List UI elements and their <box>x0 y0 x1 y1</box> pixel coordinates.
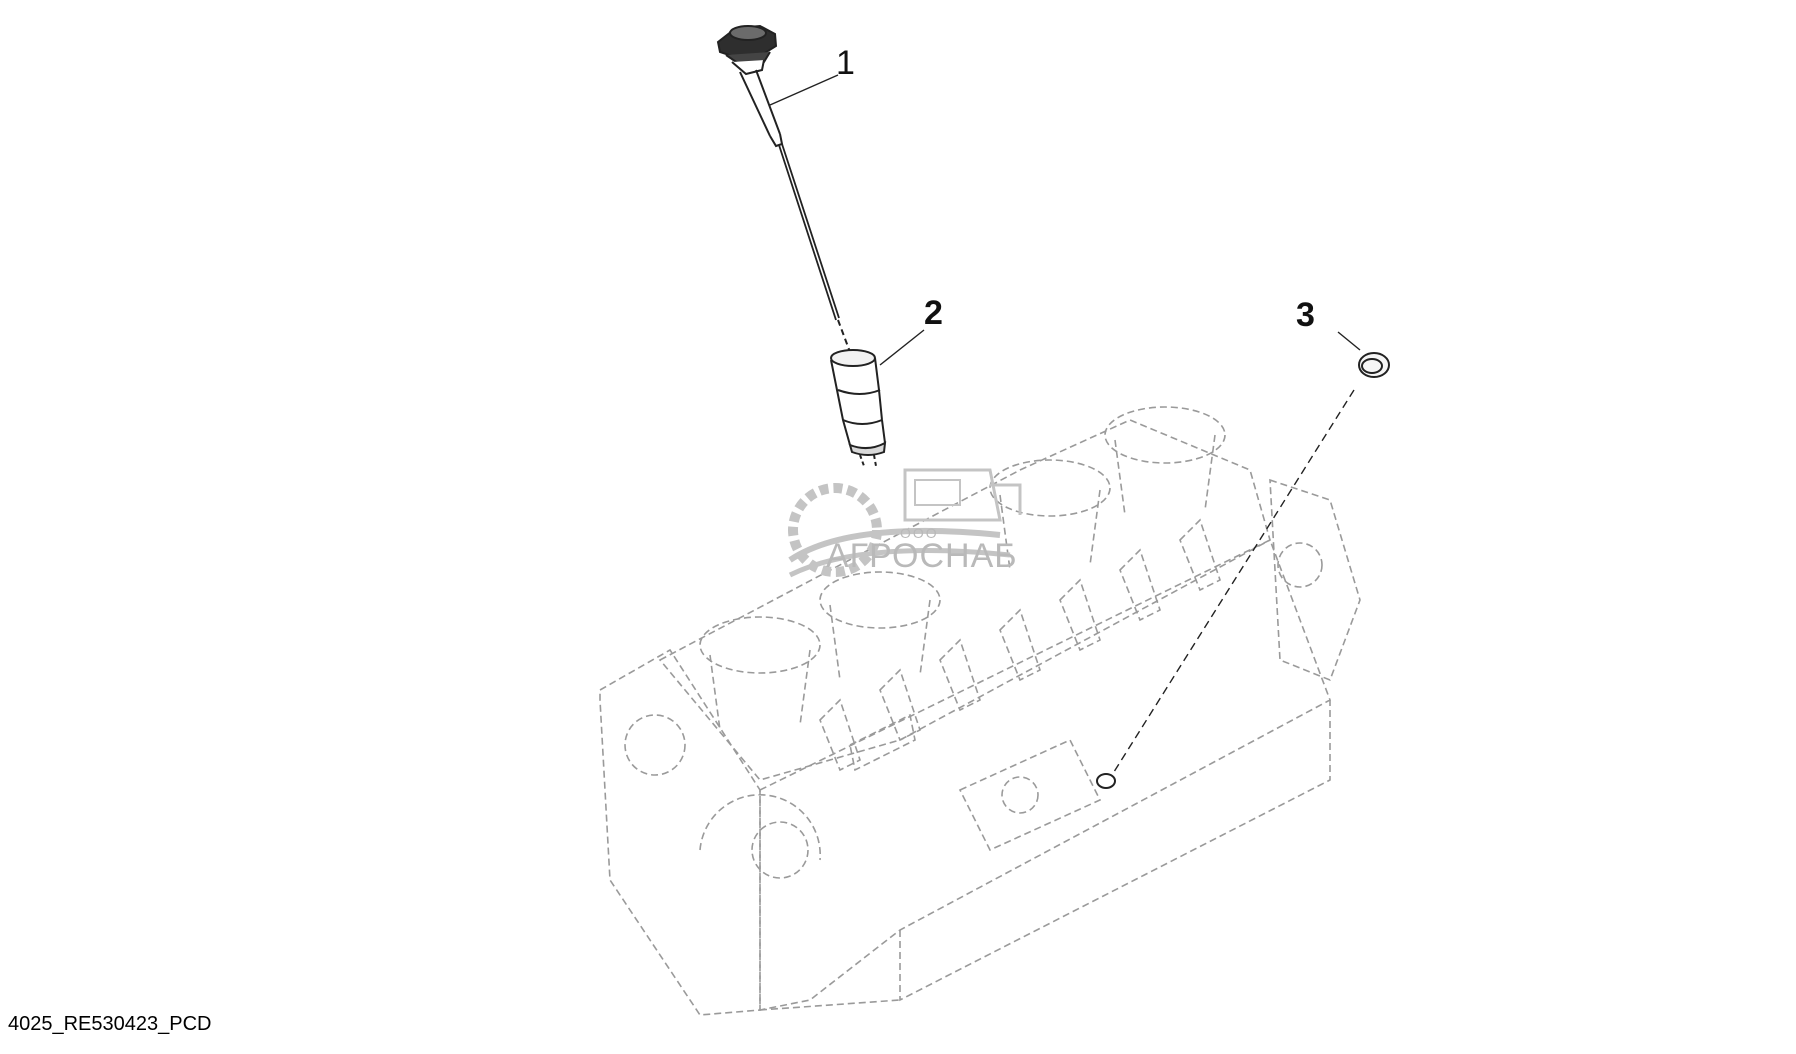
watermark-name: АГРОСНАБ <box>826 537 1018 575</box>
figure-identifier: 4025_RE530423_PCD <box>8 1013 212 1035</box>
engine-block-drawing <box>599 406 1361 1016</box>
dipstick-tube-part <box>830 329 925 467</box>
callout-label-1: 1 <box>836 44 855 82</box>
dipstick-part <box>716 24 851 353</box>
watermark-prefix: ООО <box>900 525 939 541</box>
callout-label-3: 3 <box>1296 296 1315 334</box>
watermark-logo-image <box>788 468 1022 578</box>
callout-label-2: 2 <box>924 294 943 332</box>
plug-part <box>1096 331 1390 789</box>
